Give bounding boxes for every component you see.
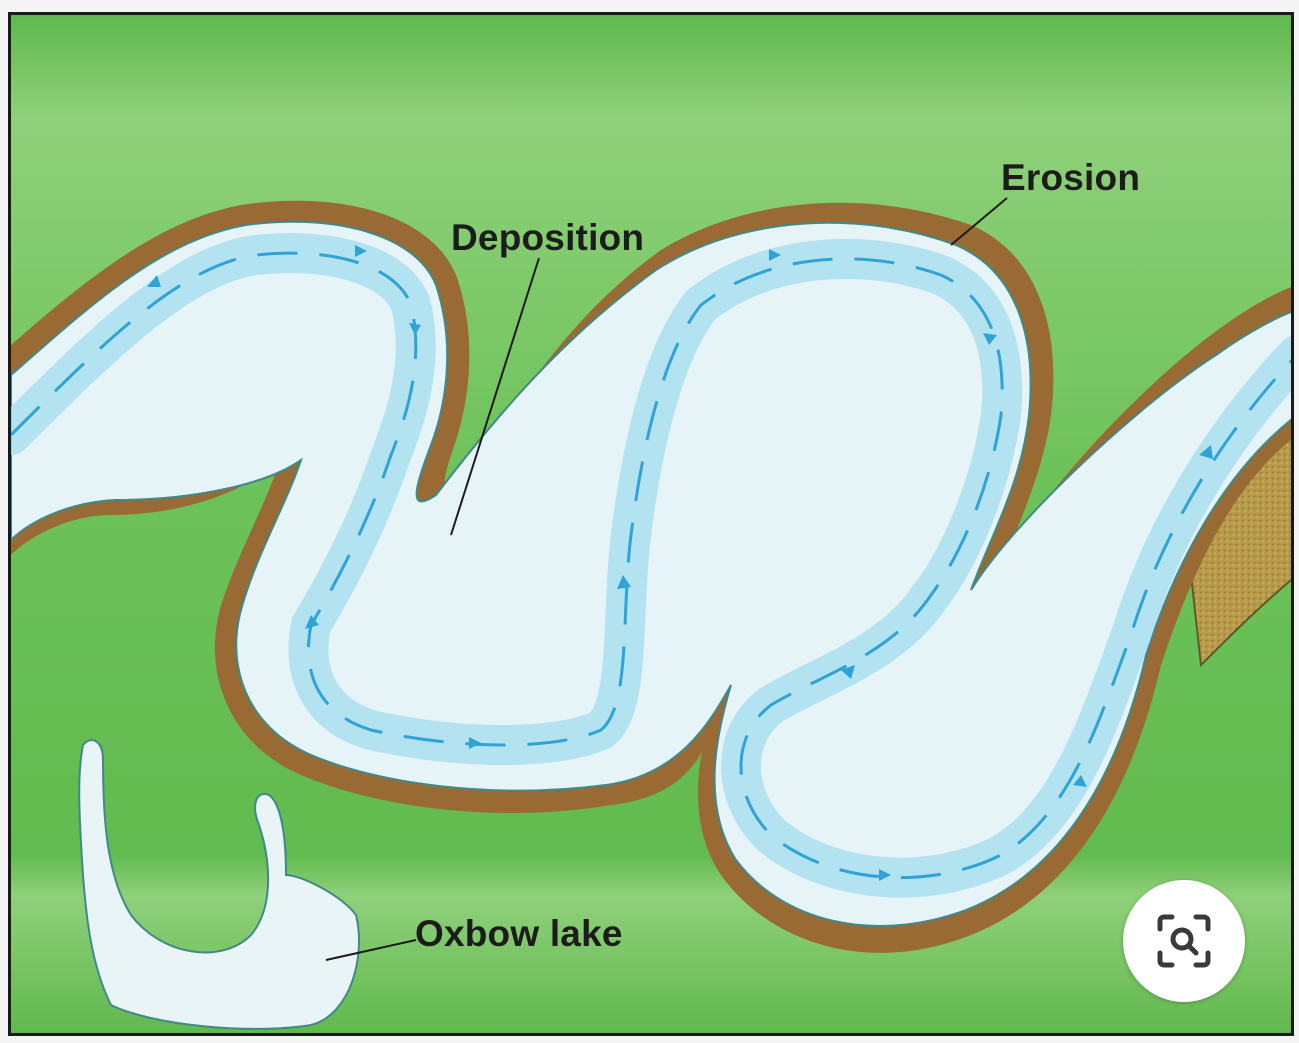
meander-diagram: Erosion Deposition Oxbow lake xyxy=(8,12,1294,1036)
visual-search-button[interactable] xyxy=(1123,880,1245,1002)
oxbow-lake-label: Oxbow lake xyxy=(415,913,623,955)
visual-search-icon xyxy=(1154,911,1214,971)
deposition-label: Deposition xyxy=(451,217,644,259)
erosion-label: Erosion xyxy=(1001,157,1140,199)
